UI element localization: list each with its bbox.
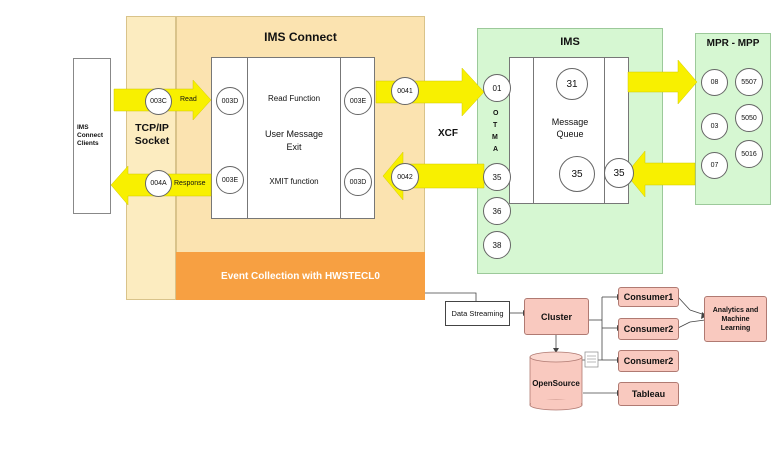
cluster-node: Cluster xyxy=(524,298,589,335)
mpr-08: 08 xyxy=(701,69,728,96)
otma-letter: A xyxy=(493,146,499,153)
port-004a: 004A xyxy=(145,170,172,197)
consumer2-node: Consumer2 xyxy=(618,318,679,340)
port-003c: 003C xyxy=(145,88,172,115)
xcf-label: XCF xyxy=(438,128,458,139)
consumer2-node-second: Consumer2 xyxy=(618,350,679,372)
mpr-5016: 5016 xyxy=(735,140,763,168)
mq-left-divider xyxy=(533,57,534,204)
data-streaming-box: Data Streaming xyxy=(445,301,510,326)
ims-connect-title: IMS Connect xyxy=(264,30,337,44)
port-003d-left: 003D xyxy=(216,87,244,115)
mpr-03: 03 xyxy=(701,113,728,140)
mpr-07: 07 xyxy=(701,152,728,179)
port-0041: 0041 xyxy=(391,77,419,105)
opensource-cylinder xyxy=(529,351,583,411)
user-message-exit-label: User Message Exit xyxy=(264,129,324,152)
message-queue-label: Message Queue xyxy=(551,117,589,139)
otma-letter: O xyxy=(493,110,499,117)
event-to-streaming-link xyxy=(425,292,477,301)
xmit-function-label: XMIT function xyxy=(269,177,319,186)
mq-31: 31 xyxy=(556,68,588,100)
arrow-tip-2 xyxy=(689,319,706,323)
xcf-out-arrow xyxy=(375,67,485,117)
consumer2-to-analytics-link xyxy=(677,321,691,329)
port-003d-right: 003D xyxy=(344,168,372,196)
exit-left-divider xyxy=(247,57,248,219)
exit-right-divider xyxy=(340,57,341,219)
mq-right-divider xyxy=(604,57,605,204)
opensource-label: OpenSource xyxy=(532,379,580,388)
mpr-5050: 5050 xyxy=(735,104,763,132)
ims-connect-clients-label: IMS Connect Clients xyxy=(77,124,103,147)
tableau-node: Tableau xyxy=(618,382,679,406)
otma-port-38: 38 xyxy=(483,231,511,259)
arrowhead-opensource xyxy=(553,348,559,353)
event-collection-label: Event Collection with HWSTECL0 xyxy=(221,270,380,282)
mpr-mpp-title: MPR - MPP xyxy=(706,38,760,49)
data-streaming-label: Data Streaming xyxy=(451,309,504,318)
mpp-in-arrow xyxy=(625,150,696,198)
port-0042: 0042 xyxy=(391,163,419,191)
consumer1-to-analytics-link xyxy=(677,296,691,311)
mpr-5507: 5507 xyxy=(735,68,763,96)
document-icon xyxy=(584,351,599,368)
mq-35-left: 35 xyxy=(559,156,595,192)
port-003e-right: 003E xyxy=(344,87,372,115)
analytics-node: Analytics and Machine Learning xyxy=(704,296,767,342)
mpp-out-arrow xyxy=(627,59,698,105)
read-arrow-label: Read xyxy=(180,96,197,103)
otma-letter: M xyxy=(492,134,498,141)
ims-connect-clients-box: IMS Connect Clients xyxy=(73,58,111,214)
ims-title: IMS xyxy=(560,36,580,48)
port-003e-left: 003E xyxy=(216,166,244,194)
otma-port-35: 35 xyxy=(483,163,511,191)
otma-port-01: 01 xyxy=(483,74,511,102)
response-arrow-label: Response xyxy=(174,180,206,187)
tcpip-socket-column xyxy=(126,16,176,300)
otma-port-36: 36 xyxy=(483,197,511,225)
mq-35-right: 35 xyxy=(604,158,634,188)
event-collection-bar: Event Collection with HWSTECL0 xyxy=(176,252,425,300)
otma-letter: T xyxy=(493,122,498,129)
tcpip-socket-label: TCP/IP Socket xyxy=(134,122,170,147)
read-function-label: Read Function xyxy=(267,94,321,103)
consumer1-node: Consumer1 xyxy=(618,287,679,307)
